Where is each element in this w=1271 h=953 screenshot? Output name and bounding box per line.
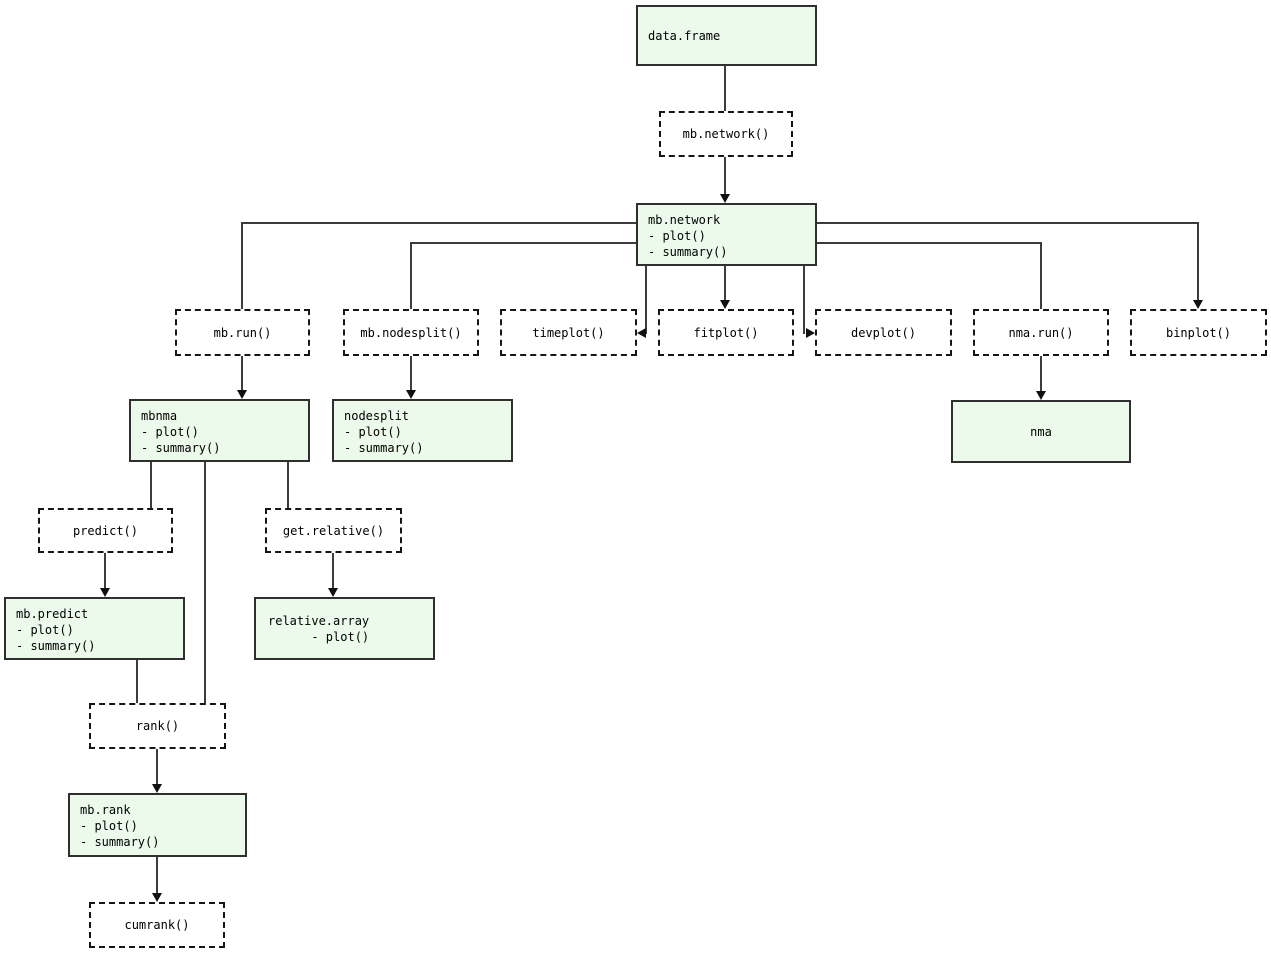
node-label: devplot() bbox=[850, 325, 917, 340]
node-data-frame: data.frame bbox=[636, 5, 817, 66]
node-cumrank-function: cumrank() bbox=[89, 902, 225, 948]
node-method: - plot() bbox=[16, 623, 74, 637]
node-method: - summary() bbox=[16, 639, 96, 653]
node-label: get.relative() bbox=[282, 523, 385, 538]
node-nma-object: nma bbox=[951, 400, 1131, 463]
node-method: - plot() bbox=[344, 425, 402, 439]
arrowhead-icon bbox=[328, 588, 338, 597]
node-method: - summary() bbox=[648, 245, 728, 259]
node-mb-network-object: mb.network - plot() - summary() bbox=[636, 203, 817, 266]
arrowhead-icon bbox=[1193, 300, 1203, 309]
node-label: mb.network() bbox=[682, 127, 770, 141]
arrowhead-icon bbox=[806, 328, 815, 338]
node-mb-nodesplit-function: mb.nodesplit() bbox=[343, 309, 479, 356]
arrowhead-icon bbox=[406, 390, 416, 399]
node-method: - summary() bbox=[80, 835, 160, 849]
node-label: mb.network bbox=[648, 213, 721, 227]
arrowhead-icon bbox=[237, 390, 247, 399]
arrowhead-icon bbox=[152, 784, 162, 793]
node-nma-run-function: nma.run() bbox=[973, 309, 1109, 356]
node-method: - summary() bbox=[141, 441, 221, 455]
arrowhead-icon bbox=[720, 300, 730, 309]
node-label: nma bbox=[1030, 424, 1052, 439]
node-label: nma.run() bbox=[1008, 325, 1074, 340]
node-relative-array-object: relative.array - plot() bbox=[254, 597, 435, 660]
node-label: cumrank() bbox=[124, 918, 190, 932]
node-fitplot-function: fitplot() bbox=[658, 309, 794, 356]
node-method: - plot() bbox=[80, 819, 138, 833]
node-nodesplit-object: nodesplit - plot() - summary() bbox=[332, 399, 513, 462]
node-label: mb.run() bbox=[213, 325, 272, 340]
node-label: binplot() bbox=[1165, 325, 1232, 340]
node-rank-function: rank() bbox=[89, 703, 226, 749]
node-devplot-function: devplot() bbox=[815, 309, 952, 356]
node-label: fitplot() bbox=[693, 325, 759, 340]
node-label: mbnma bbox=[141, 409, 178, 423]
node-label: nodesplit bbox=[344, 409, 410, 423]
node-label: data.frame bbox=[648, 28, 721, 43]
node-mb-network-function: mb.network() bbox=[659, 111, 793, 157]
node-method: - plot() bbox=[648, 229, 706, 243]
node-mb-predict-object: mb.predict - plot() - summary() bbox=[4, 597, 185, 660]
node-get-relative-function: get.relative() bbox=[265, 508, 402, 553]
arrowhead-icon bbox=[637, 328, 646, 338]
arrowhead-icon bbox=[1036, 391, 1046, 400]
arrowhead-icon bbox=[720, 194, 730, 203]
node-predict-function: predict() bbox=[38, 508, 173, 553]
node-method: - plot() bbox=[268, 630, 370, 644]
node-mbnma-object: mbnma - plot() - summary() bbox=[129, 399, 310, 462]
node-label: rank() bbox=[135, 719, 180, 733]
node-label: mb.nodesplit() bbox=[360, 325, 462, 340]
node-label: mb.predict bbox=[16, 607, 89, 621]
node-binplot-function: binplot() bbox=[1130, 309, 1267, 356]
node-method: - summary() bbox=[344, 441, 424, 455]
node-label: predict() bbox=[72, 523, 139, 538]
node-mb-rank-object: mb.rank - plot() - summary() bbox=[68, 793, 247, 857]
node-label: mb.rank bbox=[80, 803, 131, 817]
node-method: - plot() bbox=[141, 425, 199, 439]
arrowhead-icon bbox=[152, 893, 162, 902]
node-timeplot-function: timeplot() bbox=[500, 309, 637, 356]
node-label: relative.array bbox=[268, 614, 370, 628]
node-mb-run-function: mb.run() bbox=[175, 309, 310, 356]
arrowhead-icon bbox=[100, 588, 110, 597]
node-label: timeplot() bbox=[532, 325, 605, 340]
